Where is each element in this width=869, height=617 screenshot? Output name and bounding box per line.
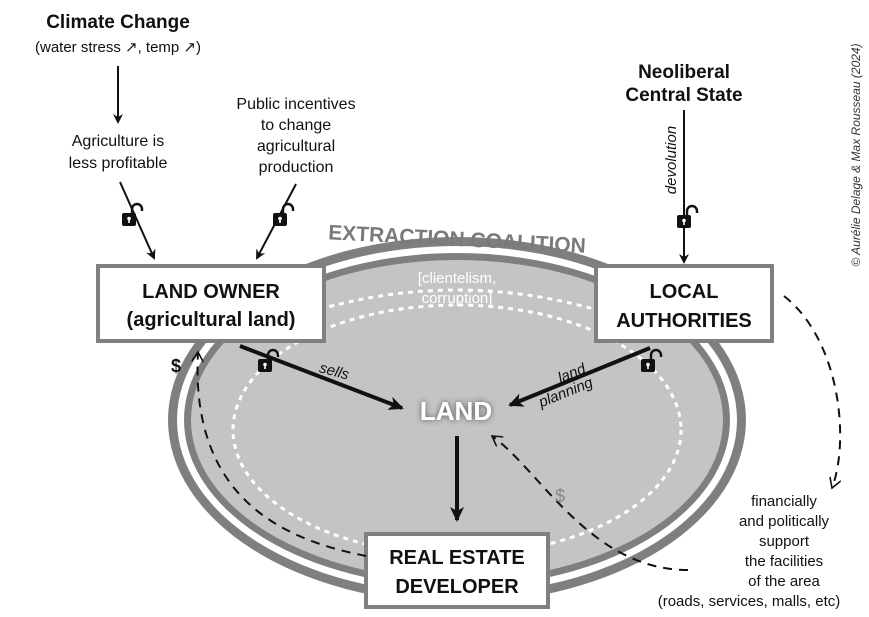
clientelism-line-2: corruption] <box>422 290 493 307</box>
climate-subtitle: (water stress ↗, temp ↗) <box>35 39 201 56</box>
padlock-open-icon <box>641 348 663 372</box>
support-line-5: of the area <box>748 573 820 590</box>
clientelism-line-1: [clientelism, <box>418 270 496 287</box>
dollar-developer: $ <box>555 486 565 506</box>
inner-dashed-ring <box>231 303 683 557</box>
climate-title: Climate Change <box>46 12 190 33</box>
developer-line-1: REAL ESTATE <box>389 547 525 569</box>
facilities-dashed-arrow <box>492 436 689 571</box>
incentives-line-2: to change <box>261 117 331 134</box>
credit-text: © Aurélie Delage & Max Rousseau (2024) <box>849 43 863 266</box>
support-line-4: the facilities <box>745 553 823 570</box>
developer-box: REAL ESTATE DEVELOPER <box>364 532 550 609</box>
local-authorities-line-1: LOCAL <box>650 281 719 303</box>
padlock-open-icon <box>258 348 280 372</box>
support-line-3: support <box>759 533 810 550</box>
agriculture-line-2: less profitable <box>69 155 168 172</box>
support-dashed-arrow <box>783 295 840 488</box>
dollar-owner: $ <box>171 356 181 376</box>
arrow-icon <box>119 181 156 260</box>
padlock-open-icon <box>677 204 699 228</box>
state-line-2: Central State <box>625 85 742 106</box>
land-owner-line-1: LAND OWNER <box>142 281 280 303</box>
arrow-icon <box>508 346 651 407</box>
incentives-line-3: agricultural <box>257 138 335 155</box>
agriculture-line-1: Agriculture is <box>72 133 164 150</box>
local-authorities-box: LOCAL AUTHORITIES <box>594 264 774 343</box>
land-owner-box: LAND OWNER (agricultural land) <box>96 264 326 343</box>
incentives-line-1: Public incentives <box>236 96 355 113</box>
padlock-open-icon <box>273 202 295 226</box>
support-line-6: (roads, services, malls, etc) <box>658 593 841 610</box>
local-authorities-line-2: AUTHORITIES <box>616 310 752 332</box>
incentives-line-4: production <box>259 159 334 176</box>
land-owner-line-2: (agricultural land) <box>127 309 296 331</box>
developer-line-2: DEVELOPER <box>395 576 519 598</box>
land-label: LAND <box>420 396 492 426</box>
devolution-label: devolution <box>663 126 680 194</box>
support-line-1: financially <box>751 493 817 510</box>
support-line-2: and politically <box>739 513 830 530</box>
padlock-open-icon <box>122 202 144 226</box>
state-line-1: Neoliberal <box>638 62 730 83</box>
payment-dashed-arrow <box>198 352 367 557</box>
